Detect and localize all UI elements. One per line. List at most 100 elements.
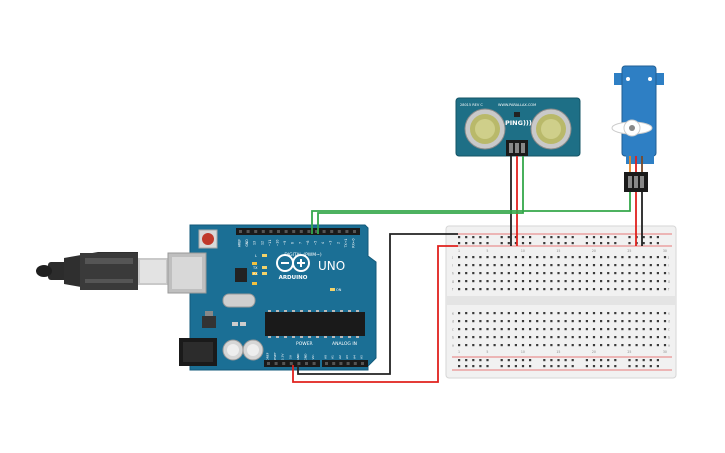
terminal-hole[interactable] xyxy=(614,256,617,259)
rail-hole[interactable] xyxy=(500,365,503,368)
rail-hole[interactable] xyxy=(479,242,482,245)
rail-hole[interactable] xyxy=(486,236,489,239)
terminal-hole[interactable] xyxy=(621,312,624,315)
rail-hole[interactable] xyxy=(614,359,617,362)
rail-hole[interactable] xyxy=(592,359,596,362)
terminal-hole[interactable] xyxy=(486,280,489,283)
digital-pin[interactable] xyxy=(322,230,326,233)
terminal-hole[interactable] xyxy=(500,264,503,267)
rail-hole[interactable] xyxy=(486,359,489,362)
terminal-hole[interactable] xyxy=(493,320,496,323)
terminal-hole[interactable] xyxy=(614,288,617,291)
power-header[interactable] xyxy=(264,360,320,367)
terminal-hole[interactable] xyxy=(543,344,546,347)
rail-hole[interactable] xyxy=(458,359,461,362)
terminal-hole[interactable] xyxy=(465,312,468,315)
terminal-hole[interactable] xyxy=(663,312,667,315)
terminal-hole[interactable] xyxy=(529,280,532,283)
terminal-hole[interactable] xyxy=(564,288,567,291)
rail-hole[interactable] xyxy=(592,236,596,239)
power-pin[interactable] xyxy=(267,362,270,365)
terminal-hole[interactable] xyxy=(550,312,553,315)
terminal-hole[interactable] xyxy=(514,312,517,315)
terminal-hole[interactable] xyxy=(564,280,567,283)
terminal-hole[interactable] xyxy=(543,312,546,315)
terminal-hole[interactable] xyxy=(557,312,560,315)
terminal-hole[interactable] xyxy=(585,344,588,347)
terminal-hole[interactable] xyxy=(649,272,652,275)
terminal-hole[interactable] xyxy=(649,320,652,323)
rail-hole[interactable] xyxy=(550,242,553,245)
rail-hole[interactable] xyxy=(656,242,659,245)
rail-hole[interactable] xyxy=(507,359,510,362)
terminal-hole[interactable] xyxy=(635,256,638,259)
terminal-hole[interactable] xyxy=(628,344,631,347)
analog-pin[interactable] xyxy=(332,362,336,365)
terminal-hole[interactable] xyxy=(656,264,659,267)
terminal-hole[interactable] xyxy=(592,312,596,315)
terminal-hole[interactable] xyxy=(642,272,645,275)
terminal-hole[interactable] xyxy=(521,280,525,283)
rail-hole[interactable] xyxy=(628,359,631,362)
terminal-hole[interactable] xyxy=(529,320,532,323)
rail-hole[interactable] xyxy=(514,242,517,245)
rail-hole[interactable] xyxy=(458,365,461,368)
rail-hole[interactable] xyxy=(543,359,546,362)
terminal-hole[interactable] xyxy=(621,336,624,339)
terminal-hole[interactable] xyxy=(536,280,539,283)
terminal-hole[interactable] xyxy=(458,320,461,323)
rail-hole[interactable] xyxy=(521,365,525,368)
rail-hole[interactable] xyxy=(656,236,659,239)
terminal-hole[interactable] xyxy=(621,264,624,267)
terminal-hole[interactable] xyxy=(529,344,532,347)
power-pin[interactable] xyxy=(274,362,278,365)
terminal-hole[interactable] xyxy=(458,264,461,267)
terminal-hole[interactable] xyxy=(663,336,667,339)
terminal-hole[interactable] xyxy=(592,328,596,331)
rail-hole[interactable] xyxy=(521,236,525,239)
terminal-hole[interactable] xyxy=(663,272,667,275)
terminal-hole[interactable] xyxy=(465,328,468,331)
terminal-hole[interactable] xyxy=(628,288,631,291)
rail-hole[interactable] xyxy=(472,365,475,368)
terminal-hole[interactable] xyxy=(550,336,553,339)
terminal-hole[interactable] xyxy=(557,344,560,347)
terminal-hole[interactable] xyxy=(635,288,638,291)
terminal-hole[interactable] xyxy=(642,320,645,323)
terminal-hole[interactable] xyxy=(536,344,539,347)
terminal-hole[interactable] xyxy=(500,256,503,259)
usb-cable[interactable] xyxy=(36,252,168,290)
rail-hole[interactable] xyxy=(564,236,567,239)
terminal-hole[interactable] xyxy=(614,312,617,315)
terminal-hole[interactable] xyxy=(592,344,596,347)
terminal-hole[interactable] xyxy=(465,272,468,275)
terminal-hole[interactable] xyxy=(529,328,532,331)
terminal-hole[interactable] xyxy=(585,280,588,283)
rail-hole[interactable] xyxy=(479,365,482,368)
terminal-hole[interactable] xyxy=(543,256,546,259)
terminal-hole[interactable] xyxy=(550,320,553,323)
terminal-hole[interactable] xyxy=(607,344,610,347)
terminal-hole[interactable] xyxy=(472,328,475,331)
rail-hole[interactable] xyxy=(486,365,489,368)
rail-hole[interactable] xyxy=(607,236,610,239)
rail-hole[interactable] xyxy=(585,242,588,245)
terminal-hole[interactable] xyxy=(628,328,631,331)
terminal-hole[interactable] xyxy=(550,280,553,283)
terminal-hole[interactable] xyxy=(564,328,567,331)
terminal-hole[interactable] xyxy=(465,336,468,339)
terminal-hole[interactable] xyxy=(642,336,645,339)
terminal-hole[interactable] xyxy=(521,344,525,347)
terminal-hole[interactable] xyxy=(642,288,645,291)
terminal-hole[interactable] xyxy=(536,256,539,259)
rail-hole[interactable] xyxy=(465,359,468,362)
terminal-hole[interactable] xyxy=(529,272,532,275)
terminal-hole[interactable] xyxy=(571,256,574,259)
terminal-hole[interactable] xyxy=(564,336,567,339)
terminal-hole[interactable] xyxy=(557,264,560,267)
terminal-hole[interactable] xyxy=(479,280,482,283)
terminal-hole[interactable] xyxy=(521,272,525,275)
analog-pin[interactable] xyxy=(353,362,357,365)
terminal-hole[interactable] xyxy=(493,336,496,339)
